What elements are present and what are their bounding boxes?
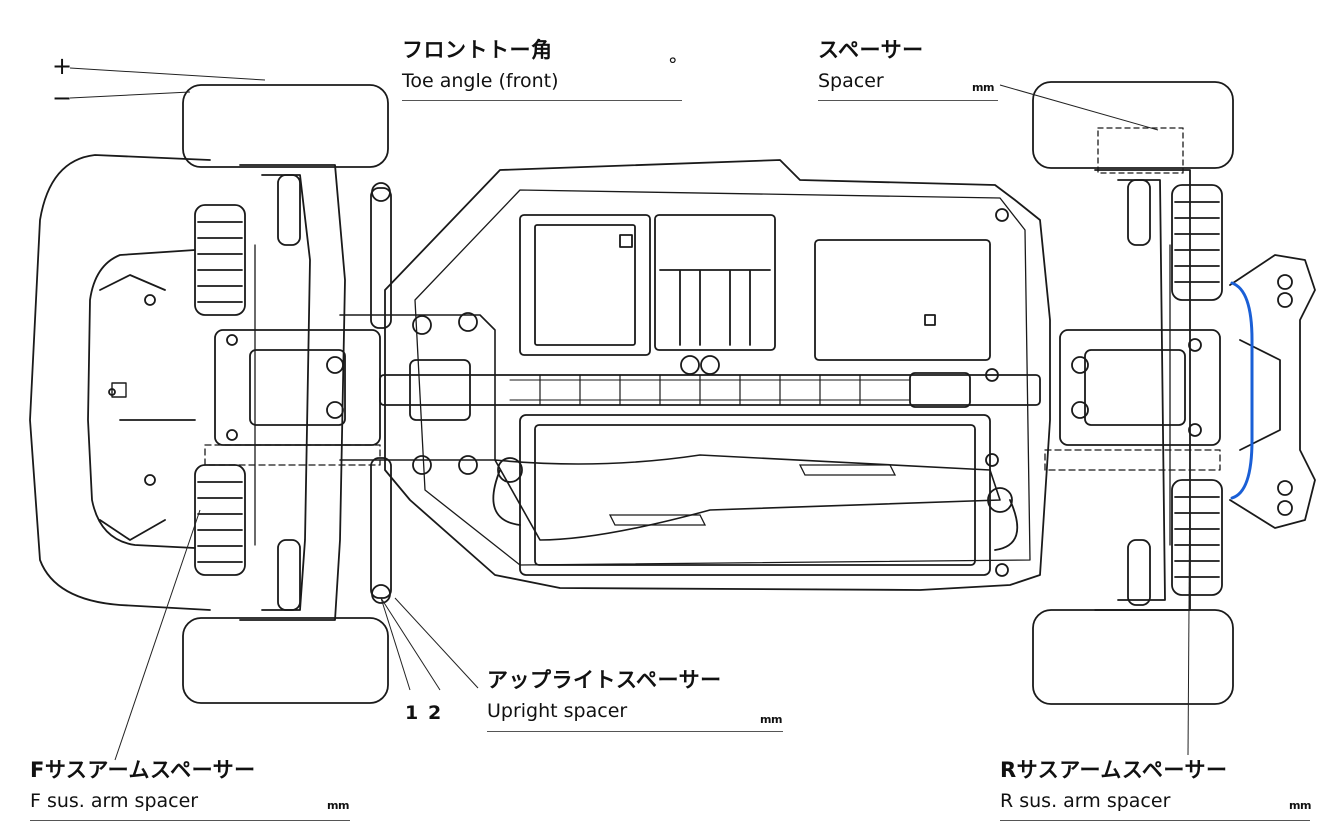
prop-shaft	[379, 374, 1041, 406]
f-arm-spacer-label-en: F sus. arm spacer	[30, 790, 199, 812]
upright-position-2: 2	[428, 702, 442, 724]
upright-link-top	[370, 187, 392, 329]
r-arm-spacer-label-en: R sus. arm spacer	[1000, 790, 1171, 812]
upright-spacer-unit: mm	[760, 713, 782, 726]
accent-bracket	[1230, 281, 1254, 500]
toe-minus-sign: −	[52, 84, 73, 112]
receiver	[654, 214, 776, 351]
leader-f-arm	[114, 509, 201, 761]
front-gearbox	[214, 329, 381, 446]
tire-rear-left	[1032, 81, 1234, 169]
tire-rear-right	[1032, 609, 1234, 705]
f-arm-spacer-label-jp: Fサスアームスペーサー	[30, 758, 256, 782]
spacer-label-jp: スペーサー	[818, 38, 924, 62]
f-arm-spacer-unit: mm	[327, 799, 349, 812]
front-shock-right	[194, 464, 246, 576]
toe-plus-sign: +	[52, 52, 73, 80]
leader-toe-minus	[69, 91, 191, 99]
tire-front-right	[182, 617, 389, 704]
rear-shock-left	[1171, 184, 1223, 301]
r-arm-spacer-outline	[1044, 449, 1221, 471]
tire-front-left	[182, 84, 389, 168]
esc-motor	[814, 239, 991, 361]
chassis-tub	[384, 159, 1051, 591]
toe-angle-input-line[interactable]	[402, 100, 682, 101]
servo	[519, 214, 651, 356]
rear-spacer-outline	[1097, 127, 1184, 174]
front-bumper-inner	[87, 249, 196, 549]
upright-link-bottom	[370, 457, 392, 599]
leader-upright-1	[380, 597, 411, 691]
r-arm-spacer-input-line[interactable]	[1000, 820, 1310, 821]
front-shock-left	[194, 204, 246, 316]
upright-spacer-label-jp: アップライトスペーサー	[487, 668, 722, 692]
leader-upright-2	[380, 597, 441, 691]
f-arm-spacer-outline	[204, 444, 381, 466]
upright-spacer-input-line[interactable]	[487, 731, 783, 732]
rear-bumper	[1229, 254, 1316, 529]
r-arm-spacer-unit: mm	[1289, 799, 1311, 812]
r-arm-spacer-label-jp: Rサスアームスペーサー	[1000, 758, 1228, 782]
leader-upright-3	[394, 597, 479, 689]
toe-angle-label-jp: フロントトー角	[402, 38, 553, 62]
battery-tray	[519, 414, 991, 576]
leader-toe-plus	[69, 67, 266, 81]
upright-spacer-label-en: Upright spacer	[487, 700, 628, 722]
toe-angle-label-en: Toe angle (front)	[402, 70, 559, 92]
leader-r-arm	[1187, 459, 1191, 756]
f-arm-spacer-input-line[interactable]	[30, 820, 350, 821]
front-bumper	[29, 154, 211, 611]
rear-shock-right	[1171, 479, 1223, 596]
rear-gearbox	[1059, 329, 1221, 446]
spacer-input-line[interactable]	[818, 100, 998, 101]
toe-angle-unit: °	[668, 54, 678, 76]
upright-position-1: 1	[405, 702, 419, 724]
leader-spacer	[999, 84, 1159, 131]
spacer-unit: mm	[972, 81, 994, 94]
spacer-label-en: Spacer	[818, 70, 884, 92]
